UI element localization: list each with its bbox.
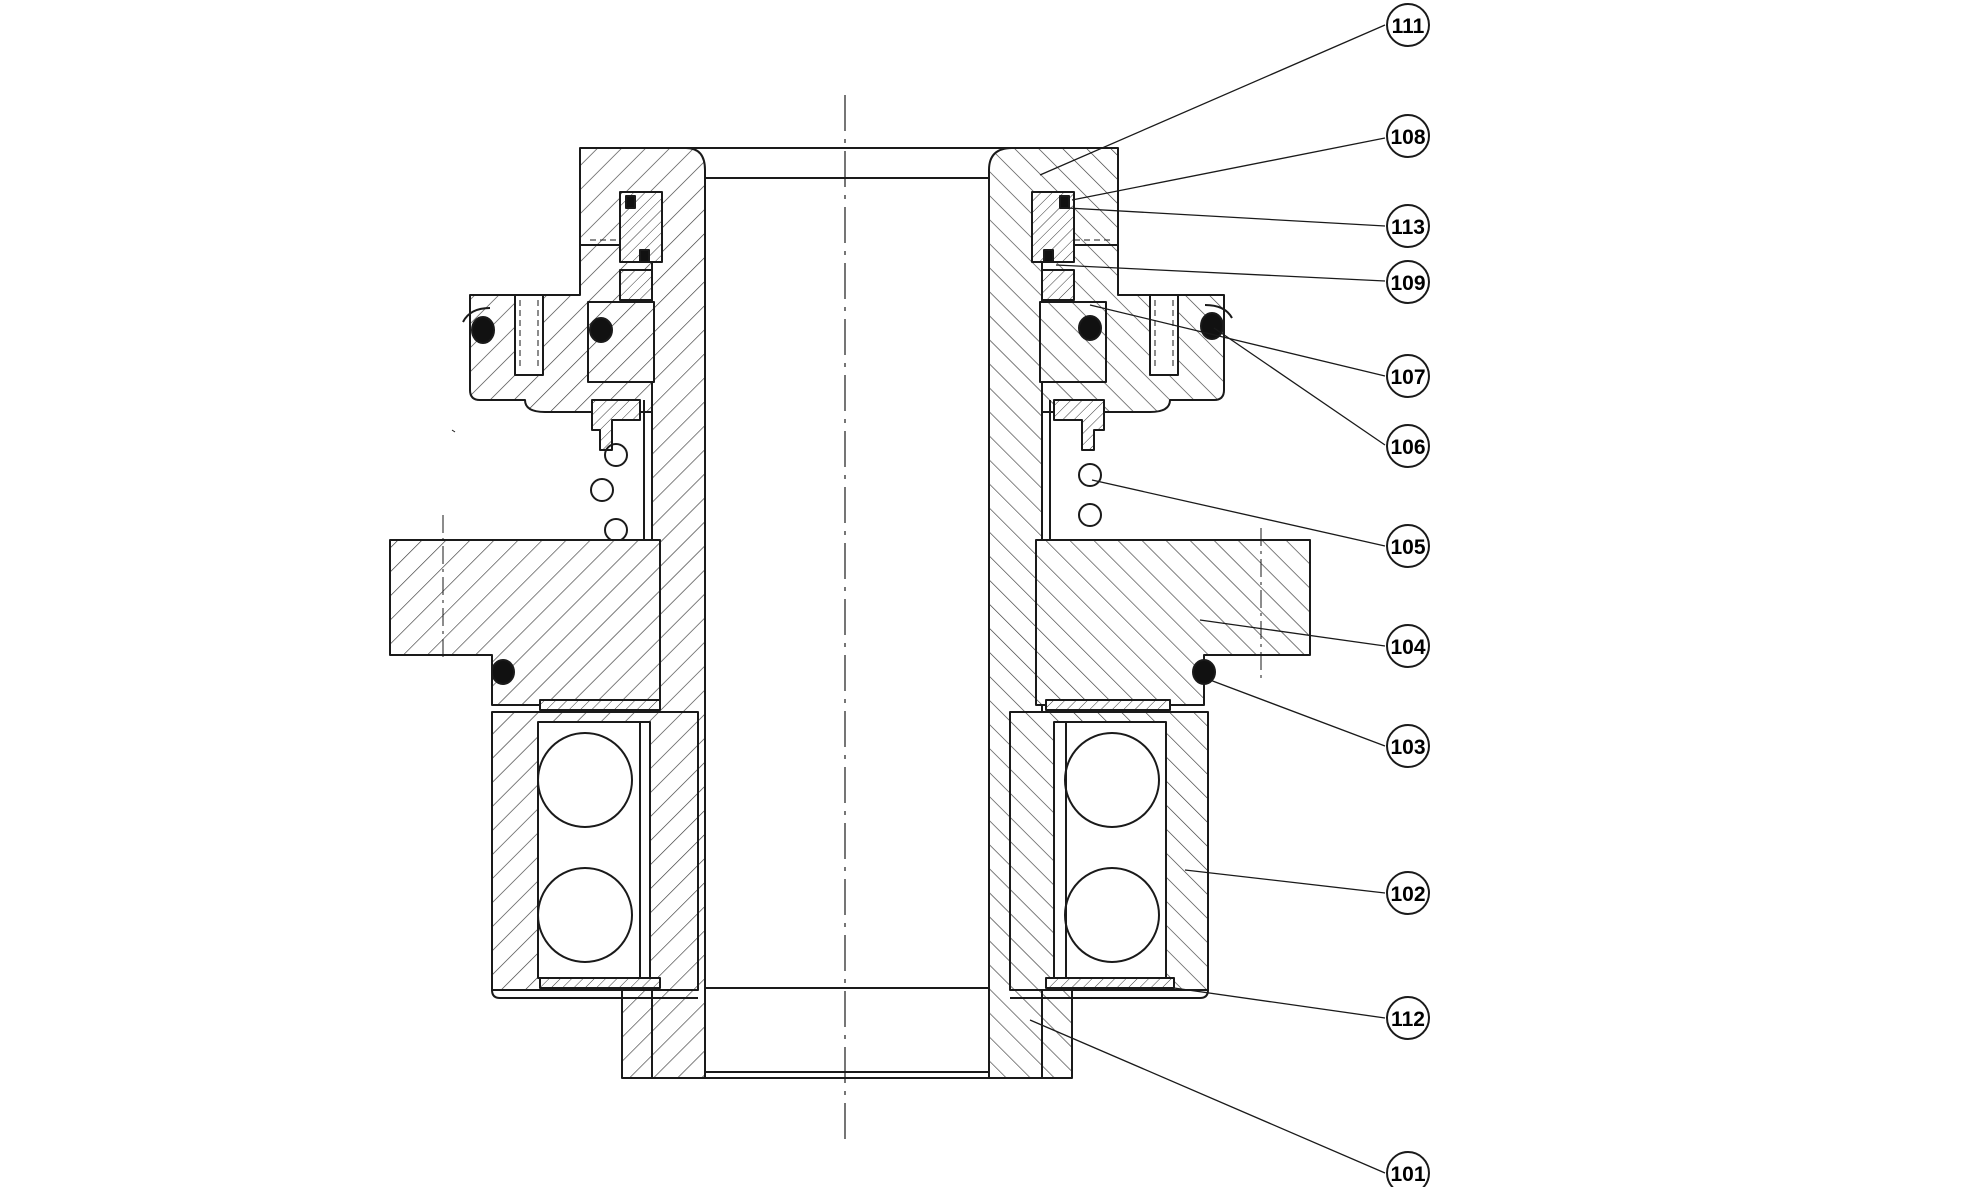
callout-103: 103	[1386, 724, 1430, 768]
callout-113: 113	[1386, 204, 1430, 248]
o-rings	[462, 304, 1233, 344]
seal-pack-left	[587, 191, 663, 383]
svg-text:108: 108	[1390, 126, 1425, 149]
callout-108: 108	[1386, 114, 1430, 158]
callout-101: 101	[1386, 1151, 1430, 1187]
svg-text:102: 102	[1390, 883, 1425, 906]
leader-lines	[1029, 24, 1386, 1174]
seal-pack-right	[1031, 191, 1107, 383]
callout-111: 111	[1386, 3, 1430, 47]
assembly	[389, 95, 1311, 1145]
svg-text:113: 113	[1391, 216, 1425, 239]
callout-105: 105	[1386, 524, 1430, 568]
part-104-flange	[389, 515, 1311, 706]
part-102-bearing	[491, 699, 1209, 999]
callout-109: 109	[1386, 260, 1430, 304]
callout-104: 104	[1386, 624, 1430, 668]
callout-112: 112	[1386, 996, 1430, 1040]
callout-106: 106	[1386, 424, 1430, 468]
svg-text:111: 111	[1392, 15, 1425, 38]
bearing-ball	[1064, 732, 1160, 828]
callouts: 111 108 113 109 107 106 105 104	[1386, 3, 1430, 1187]
svg-text:103: 103	[1390, 736, 1425, 759]
svg-text:107: 107	[1390, 366, 1425, 389]
bearing-ball	[537, 732, 633, 828]
callout-102: 102	[1386, 871, 1430, 915]
svg-text:105: 105	[1390, 536, 1425, 559]
bearing-ball	[537, 867, 633, 963]
svg-text:109: 109	[1390, 272, 1425, 295]
bearing-ball	[1064, 867, 1160, 963]
svg-text:112: 112	[1391, 1008, 1425, 1031]
svg-text:104: 104	[1390, 636, 1425, 659]
upper-flange	[469, 239, 1225, 413]
callout-107: 107	[1386, 354, 1430, 398]
svg-text:101: 101	[1390, 1163, 1425, 1186]
svg-text:106: 106	[1390, 436, 1425, 459]
